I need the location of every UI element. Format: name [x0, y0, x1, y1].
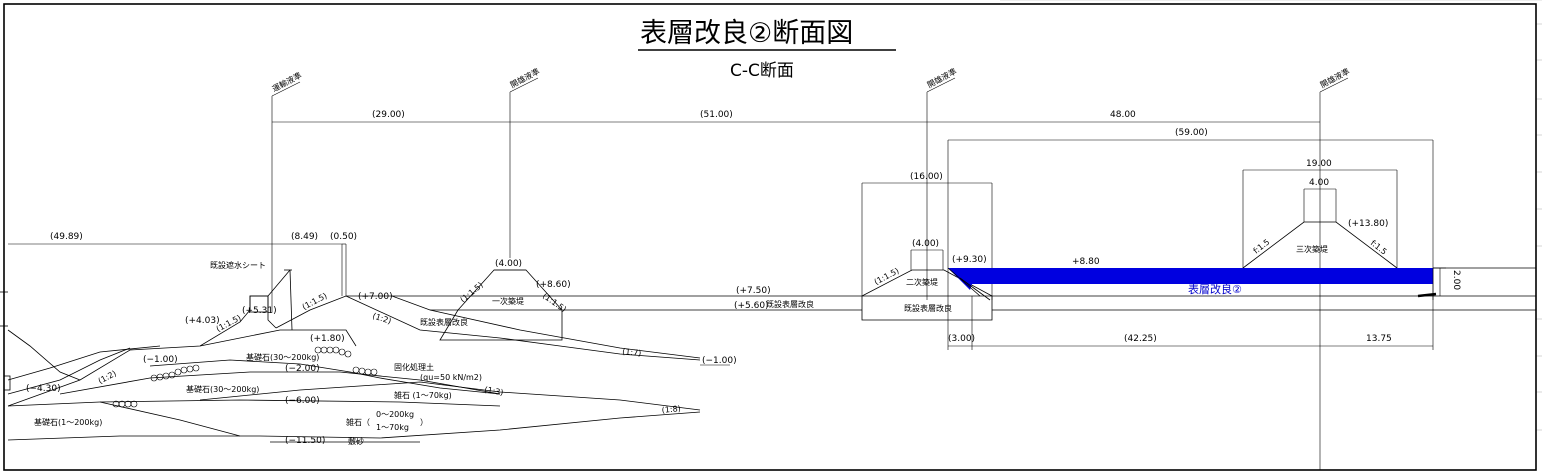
label-surface-improvement: 表層改良②: [1188, 282, 1242, 296]
survey-label-3: 開雄液準: [925, 66, 958, 90]
label-existing-improvement-2: 既設表層改良: [420, 317, 468, 327]
elev-minus-1-00-b: (−1.00): [702, 356, 737, 366]
label-sand-mat: 敷砂: [348, 436, 364, 446]
label-foundation-stone-a: 基礎石(30～200kg): [246, 352, 319, 362]
revetment-crest: [275, 295, 701, 359]
drawing-frame: [3, 3, 1537, 471]
label-qu: (qu=50 kN/m2): [420, 373, 482, 382]
dim-59: (59.00): [1175, 128, 1208, 138]
label-rubble-b-head: 雑石（: [346, 417, 370, 427]
label-foundation-stone-c: 基礎石(1～200kg): [34, 417, 102, 427]
survey-markers: 運輸液準 開雄液準 開雄液準 開雄液準: [270, 66, 1351, 470]
survey-label-4: 開雄液準: [1318, 66, 1351, 90]
slope-11: f:1.5: [1252, 237, 1272, 255]
slope-6: (1:2): [371, 311, 392, 325]
drawing-subtitle: C-C断面: [730, 61, 794, 81]
dim-3-00: (3.00): [948, 334, 975, 344]
dim-16: (16.00): [910, 172, 943, 182]
elev-9-30: (+9.30): [952, 255, 987, 265]
dim-4-secondary: (4.00): [912, 239, 939, 249]
slope-7: (1:2): [97, 369, 118, 386]
slope-texts: (1:1.5) (1:1.5) (1:1.5) (1:1.5) (1:1.5) …: [97, 237, 1389, 415]
elev-minus-1-00-a: (−1.00): [143, 355, 178, 365]
label-secondary-bank: 二次築堤: [906, 277, 938, 287]
elev-minus-6-00: (−6.00): [285, 396, 320, 406]
label-existing-sheet: 既設遮水シート: [210, 260, 266, 270]
elev-13-80: (+13.80): [1348, 219, 1388, 229]
dimension-texts: (29.00) (51.00) 48.00 (59.00) (16.00) 19…: [50, 110, 1461, 344]
elev-minus-11-50: (−11.50): [285, 436, 325, 446]
survey-label-1: 運輸液準: [270, 70, 303, 94]
dim-13-75: 13.75: [1366, 334, 1392, 344]
slope-10: (1:8): [661, 404, 681, 415]
elev-8-80: +8.80: [1072, 257, 1100, 267]
slope-4: (1:1.5): [301, 291, 329, 312]
slope-9: (1:7): [622, 347, 642, 358]
label-rubble-a: 雑石 (1～70kg): [394, 390, 452, 400]
slope-2: (1:1.5): [459, 280, 485, 304]
slope-1: (1:1.5): [873, 266, 901, 287]
elev-1-80: (+1.80): [310, 334, 345, 344]
elev-4-03: (+4.03): [185, 316, 220, 326]
label-rubble-b-line2: 1～70kg: [376, 423, 409, 432]
drawing-title: 表層改良②断面図: [640, 18, 853, 49]
dim-48: 48.00: [1110, 110, 1136, 120]
elev-minus-2-00: (−2.00): [285, 364, 320, 374]
dim-49-89: (49.89): [50, 232, 83, 242]
label-rubble-b-line1: 0～200kg: [376, 410, 414, 419]
survey-label-2: 開雄液準: [508, 66, 541, 90]
elevation-texts: +8.80 (+9.30) (+13.80) (+8.60) (+7.50) (…: [26, 219, 1388, 446]
dim-8-49: (8.49): [291, 232, 318, 242]
label-foundation-stone-b: 基礎石(30～200kg): [186, 384, 259, 394]
dim-29: (29.00): [372, 110, 405, 120]
dim-0-50: (0.50): [330, 232, 357, 242]
dim-19: 19.00: [1306, 159, 1332, 169]
slope-3: (1:1.5): [541, 291, 568, 314]
label-existing-improvement-3: 既設表層改良: [904, 303, 952, 313]
surface-improvement-fill: [948, 268, 1433, 290]
tertiary-bank: [1242, 221, 1398, 269]
armor-stones: [112, 346, 378, 408]
elev-7-00: (+7.00): [358, 292, 393, 302]
label-solidified-soil: 固化処理土: [394, 362, 434, 372]
primary-bank: [439, 269, 563, 341]
elev-minus-4-30: (−4.30): [26, 384, 61, 394]
dim-4-top: 4.00: [1309, 178, 1329, 188]
dimension-lines: [8, 121, 1446, 350]
elev-7-50: (+7.50): [736, 286, 771, 296]
label-existing-improvement-1: 既設表層改良: [766, 299, 814, 309]
elev-5-60: (+5.60): [734, 301, 769, 311]
dim-4-primary: (4.00): [495, 259, 522, 269]
label-primary-bank: 一次築堤: [492, 296, 524, 306]
elev-5-31: (+5.31): [242, 306, 277, 316]
section-labels: 既設遮水シート 既設表層改良 既設表層改良 既設表層改良 一次築堤 二次築堤 三…: [34, 244, 1328, 446]
label-tertiary-bank: 三次築堤: [1296, 244, 1328, 254]
dim-2-00: 2.00: [1451, 270, 1461, 290]
background-grid: [1000, 0, 1542, 431]
elev-8-60: (+8.60): [536, 280, 571, 290]
dim-42-25: (42.25): [1124, 334, 1157, 344]
slope-8: (1:3): [484, 385, 504, 397]
surface-improvement-zone: [947, 267, 1437, 301]
label-rubble-b-tail: ）: [420, 418, 428, 427]
ground-lines: [0, 221, 1536, 443]
dim-51: (51.00): [700, 110, 733, 120]
